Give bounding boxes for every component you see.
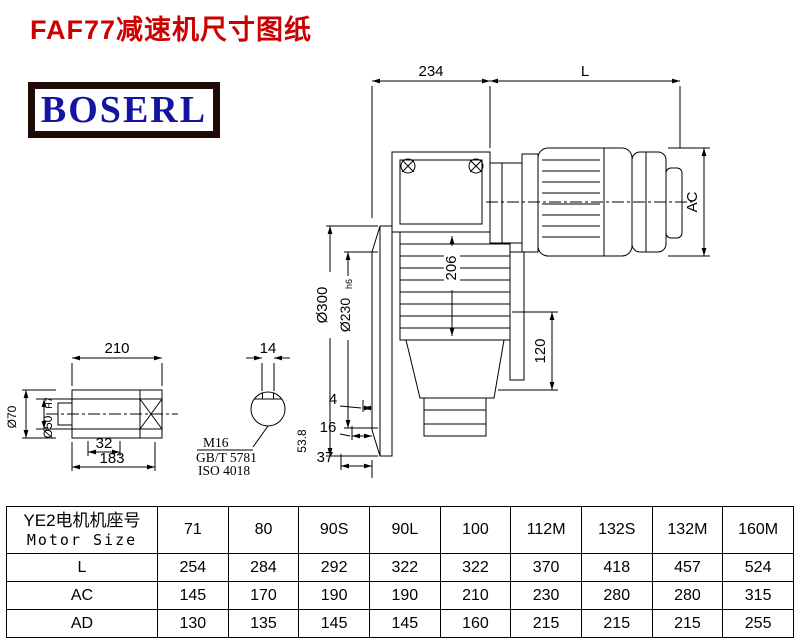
dim-53-8-label: 53.8 bbox=[295, 429, 309, 453]
table-cell: 160 bbox=[439, 609, 512, 638]
table-cell: 315 bbox=[722, 581, 794, 610]
table-cell: 280 bbox=[651, 581, 724, 610]
table-cell: 230 bbox=[510, 581, 582, 610]
technical-drawing: 234 L AC 206 120 Ø300 Ø230 h6 bbox=[5, 63, 710, 478]
motor-side-view bbox=[486, 147, 692, 257]
table-row-L: L 254 284 292 322 322 370 418 457 524 bbox=[6, 553, 794, 582]
table-cell: 322 bbox=[439, 553, 512, 582]
table-row-AC: AC 145 170 190 190 210 230 280 280 315 bbox=[6, 581, 794, 610]
table-cell: 170 bbox=[227, 581, 300, 610]
row-label: AC bbox=[6, 581, 158, 610]
table-cell: 292 bbox=[298, 553, 370, 582]
boserl-logo: BOSERL bbox=[28, 82, 220, 138]
row-label: L bbox=[6, 553, 158, 582]
dim-37-label: 37 bbox=[317, 449, 334, 466]
dim-16-label: 16 bbox=[320, 419, 337, 436]
dim-L-label: L bbox=[581, 63, 589, 80]
table-cell: 145 bbox=[368, 609, 441, 638]
standard-gb-label: GB/T 5781 bbox=[196, 450, 257, 465]
table-cell: 145 bbox=[298, 609, 370, 638]
mounting-dimensions: 4 16 37 53.8 bbox=[295, 391, 373, 478]
dia-230-tolerance-label: h6 bbox=[344, 279, 354, 289]
table-cell: 160M bbox=[722, 506, 794, 554]
table-cell: 370 bbox=[510, 553, 582, 582]
page-title: FAF77减速机尺寸图纸 bbox=[30, 15, 313, 45]
dia-70-label: Ø70 bbox=[5, 405, 19, 428]
table-cell: 254 bbox=[157, 553, 229, 582]
flange-view bbox=[371, 225, 393, 457]
table-cell: 100 bbox=[439, 506, 512, 554]
dia-50-tolerance-label: H7 bbox=[44, 397, 54, 409]
table-cell: 132S bbox=[580, 506, 653, 554]
dim-120-label: 120 bbox=[532, 338, 549, 363]
flange-diameter-dimensions: Ø300 Ø230 h6 bbox=[314, 225, 378, 457]
table-cell: 132M bbox=[651, 506, 724, 554]
table-cell: 215 bbox=[651, 609, 724, 638]
dim-206-group: 206 bbox=[443, 236, 460, 336]
header-motor-size-cell: YE2电机机座号 Motor Size bbox=[6, 506, 158, 554]
thread-label: M16 bbox=[203, 435, 229, 450]
dim-4-label: 4 bbox=[329, 391, 337, 408]
table-cell: 112M bbox=[510, 506, 582, 554]
dim-14-label: 14 bbox=[260, 340, 277, 357]
table-header-row: YE2电机机座号 Motor Size 71 80 90S 90L 100 11… bbox=[6, 506, 794, 554]
table-cell: 284 bbox=[227, 553, 300, 582]
table-cell: 145 bbox=[157, 581, 229, 610]
table-cell: 71 bbox=[157, 506, 229, 554]
top-dimensions: 234 L bbox=[371, 63, 681, 218]
table-cell: 255 bbox=[722, 609, 794, 638]
table-cell: 418 bbox=[580, 553, 653, 582]
shaft-section-view: 14 M16 GB/T 5781 ISO 4018 bbox=[196, 340, 290, 478]
table-cell: 215 bbox=[510, 609, 582, 638]
standard-iso-label: ISO 4018 bbox=[198, 463, 250, 478]
table-cell: 280 bbox=[580, 581, 653, 610]
table-cell: 135 bbox=[227, 609, 300, 638]
table-cell: 210 bbox=[439, 581, 512, 610]
table-cell: 190 bbox=[298, 581, 370, 610]
table-cell: 215 bbox=[580, 609, 653, 638]
dim-206-label: 206 bbox=[443, 255, 460, 280]
ac-dimension: AC bbox=[668, 147, 710, 257]
table-cell: 190 bbox=[368, 581, 441, 610]
motor-size-table: YE2电机机座号 Motor Size 71 80 90S 90L 100 11… bbox=[6, 506, 794, 638]
logo-text: BOSERL bbox=[40, 89, 208, 131]
dim-32-label: 32 bbox=[96, 435, 113, 452]
dia-230-label: Ø230 bbox=[337, 298, 353, 332]
dim-120-group: 120 bbox=[498, 311, 558, 391]
dia-50-label: Ø50 bbox=[41, 415, 55, 438]
table-cell: 90L bbox=[368, 506, 441, 554]
dim-183-label: 183 bbox=[99, 450, 124, 467]
dia-300-label: Ø300 bbox=[314, 287, 331, 324]
table-cell: 322 bbox=[368, 553, 441, 582]
row-label: AD bbox=[6, 609, 158, 638]
table-cell: 80 bbox=[227, 506, 300, 554]
shaft-detail-view: 210 Ø70 Ø50 H7 32 183 bbox=[5, 340, 178, 471]
table-cell: 457 bbox=[651, 553, 724, 582]
table-cell: 90S bbox=[298, 506, 370, 554]
table-cell: 130 bbox=[157, 609, 229, 638]
table-row-AD: AD 130 135 145 145 160 215 215 215 255 bbox=[6, 609, 794, 638]
dim-210-label: 210 bbox=[104, 340, 129, 357]
header-motor-size-cn: YE2电机机座号 bbox=[23, 510, 141, 530]
dim-AC-label: AC bbox=[684, 191, 701, 212]
dim-234-label: 234 bbox=[418, 63, 443, 80]
table-cell: 524 bbox=[722, 553, 794, 582]
header-motor-size-en: Motor Size bbox=[26, 531, 138, 550]
